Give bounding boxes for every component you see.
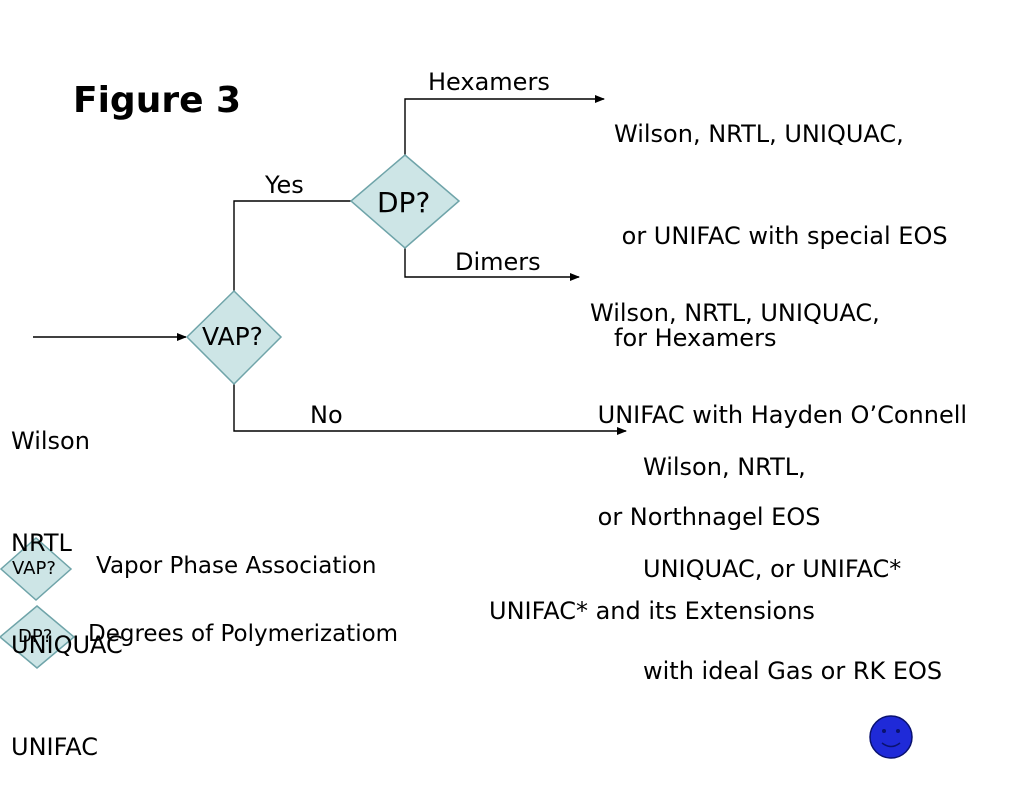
legend-dp-diamond: [0, 605, 76, 669]
outcome-line: or Northnagel EOS: [590, 503, 821, 531]
no-outcome: Wilson, NRTL, UNIQUAC, or UNIFAC* with i…: [643, 382, 942, 722]
input-model-item: UNIQUAC: [11, 631, 123, 659]
yes-branch-label: Yes: [265, 171, 304, 199]
legend-vap-symbol: VAP?: [12, 558, 56, 579]
hexamers-outcome: Wilson, NRTL, UNIQUAC, or UNIFAC with sp…: [614, 49, 948, 389]
outcome-line: or UNIFAC with special EOS: [614, 222, 948, 250]
legend-dp-meaning: Degrees of Polymerizatiom: [88, 621, 399, 647]
unifac-footnote: UNIFAC* and its Extensions: [489, 597, 815, 625]
figure-title: Figure 3: [73, 80, 242, 121]
legend-vap-meaning: Vapor Phase Association: [96, 553, 377, 579]
input-models-list: Wilson NRTL UNIQUAC UNIFAC: [11, 356, 123, 798]
smiley-face-icon[interactable]: [869, 715, 913, 759]
input-model-item: NRTL: [11, 529, 72, 557]
outcome-line: UNIFAC with Hayden O’Connell: [590, 401, 968, 429]
legend-vap-diamond: [0, 536, 73, 602]
dp-decision-diamond: [349, 154, 461, 249]
vap-node-label: VAP?: [202, 322, 263, 351]
no-branch-label: No: [310, 401, 343, 429]
connector-lines: [33, 95, 627, 435]
no-arrow: [233, 384, 627, 435]
vap-decision-diamond: [185, 289, 283, 386]
dimers-branch-label: Dimers: [455, 248, 541, 276]
outcome-line: for Hexamers: [614, 324, 777, 352]
input-model-item: Wilson: [11, 427, 90, 455]
input-model-item: UNIFAC: [11, 733, 98, 761]
hexamers-branch-label: Hexamers: [428, 68, 550, 96]
dimers-outcome: Wilson, NRTL, UNIQUAC, UNIFAC with Hayde…: [590, 228, 967, 568]
dimers-arrow: [404, 248, 580, 281]
outcome-line: Wilson, NRTL, UNIQUAC,: [614, 120, 904, 148]
outcome-line: with ideal Gas or RK EOS: [643, 657, 943, 685]
dp-node-label: DP?: [377, 186, 431, 219]
outcome-line: UNIQUAC, or UNIFAC*: [643, 555, 902, 583]
yes-connector: [233, 200, 351, 291]
legend-dp-symbol: DP?: [18, 626, 53, 647]
outcome-line: Wilson, NRTL, UNIQUAC,: [590, 299, 880, 327]
hexamers-arrow: [404, 95, 605, 155]
outcome-line: Wilson, NRTL,: [643, 453, 806, 481]
flowchart-canvas: [0, 95, 913, 759]
